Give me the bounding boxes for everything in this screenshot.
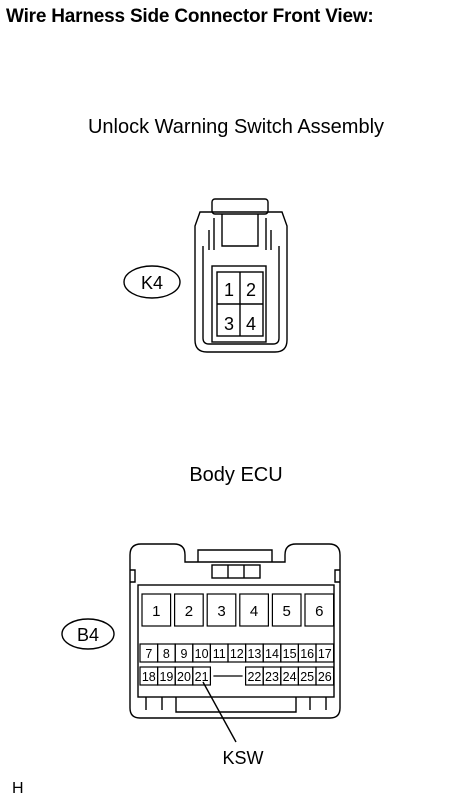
b4-pin-21: 21: [195, 670, 209, 684]
b4-pin-22: 22: [247, 670, 261, 684]
b4-pin-25: 25: [300, 670, 314, 684]
b4-pin-3-cell: [206, 593, 237, 627]
ksw-callout-line: [202, 681, 237, 743]
connector-k4-name: Unlock Warning Switch Assembly: [87, 116, 385, 138]
b4-pin-8: 8: [163, 647, 170, 661]
b4-pin-4-cell: [239, 593, 270, 627]
b4-pin-11: 11: [213, 647, 226, 661]
b4-pin-26-cell: [315, 666, 335, 686]
b4-pin-5: 5: [283, 603, 291, 620]
b4-code-label: B4: [77, 625, 99, 645]
b4-pin-20: 20: [177, 670, 191, 684]
b4-pin-12: 12: [230, 647, 244, 661]
footer-code: H: [12, 780, 24, 797]
b4-pin-19: 19: [159, 670, 173, 684]
b4-pin-1-cell: [141, 593, 172, 627]
b4-pin-24: 24: [283, 670, 297, 684]
k4-code-label: K4: [141, 273, 163, 293]
connector-b4: [129, 543, 341, 719]
b4-pin-23: 23: [265, 670, 279, 684]
ksw-label: KSW: [222, 748, 263, 768]
b4-pin-1: 1: [152, 603, 160, 620]
b4-pin-26: 26: [318, 670, 332, 684]
b4-pin-9: 9: [181, 647, 188, 661]
connector-b4-name: Body ECU: [189, 464, 283, 486]
k4-pin-3: 3: [224, 314, 234, 334]
b4-pin-6: 6: [315, 603, 323, 620]
k4-label-oval: [123, 265, 181, 299]
b4-pin-13: 13: [247, 647, 261, 661]
b4-pin-6-cell: [304, 593, 335, 627]
b4-pin-2-cell: [174, 593, 204, 627]
k4-pin-2: 2: [246, 280, 256, 300]
b4-pin-5-cell: [271, 593, 302, 627]
k4-pin-1: 1: [224, 280, 234, 300]
b4-pin-4: 4: [250, 603, 258, 620]
b4-pin-15: 15: [283, 647, 297, 661]
b4-pin-17: 17: [318, 647, 332, 661]
page-title: Wire Harness Side Connector Front View:: [6, 6, 374, 27]
b4-pin-14: 14: [265, 647, 279, 661]
b4-pin-7: 7: [145, 647, 152, 661]
b4-pin-3: 3: [217, 603, 225, 620]
b4-pin-17-cell: [315, 643, 335, 663]
b4-pin-16: 16: [300, 647, 314, 661]
b4-label-oval: [61, 618, 115, 650]
b4-pin-2: 2: [185, 603, 193, 620]
k4-pin-4: 4: [246, 314, 256, 334]
b4-pin-10: 10: [195, 647, 209, 661]
connector-k4: [194, 198, 288, 353]
b4-pin-18: 18: [142, 670, 156, 684]
b4-pin-21-cell: [192, 666, 212, 686]
